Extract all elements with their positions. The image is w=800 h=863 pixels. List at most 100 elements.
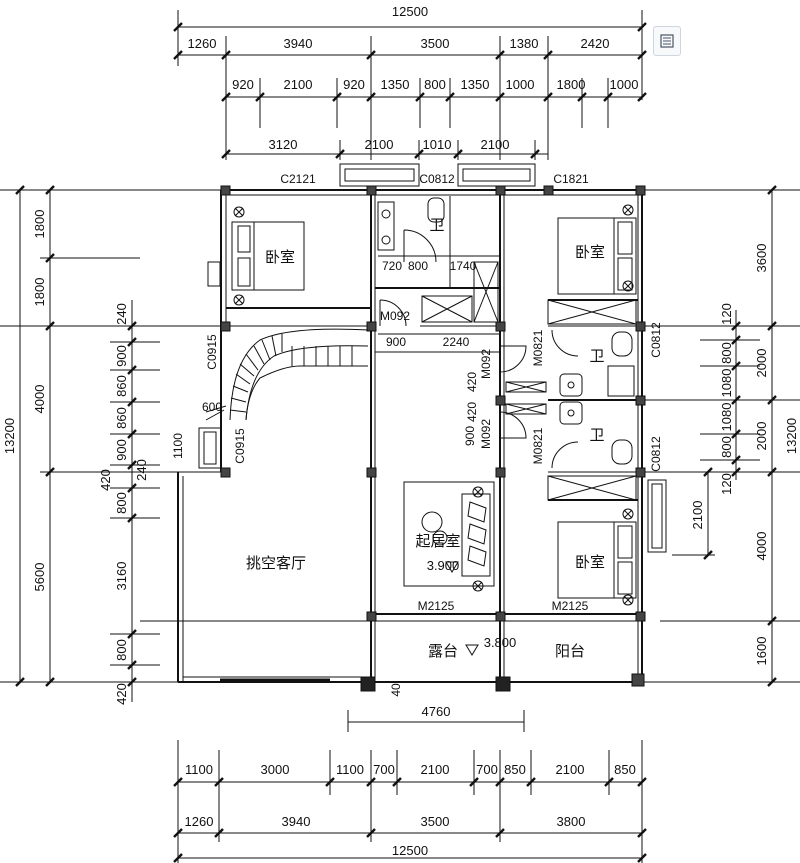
dim-label: 420	[465, 402, 479, 422]
code-label: M0821	[531, 329, 545, 366]
code-label: M2125	[418, 599, 455, 613]
room-balcony: 阳台	[555, 642, 585, 660]
dim-label: 2100	[421, 762, 450, 777]
columns	[220, 185, 646, 692]
dim-label: 3800	[557, 814, 586, 829]
staircase	[229, 328, 369, 421]
dim-label: 40	[389, 683, 403, 697]
dim-label: 800	[114, 492, 129, 514]
dim-label: 2100	[284, 77, 313, 92]
room-bath-east-2: 卫	[589, 426, 604, 444]
dim-label: 920	[232, 77, 254, 92]
dim-label: 3500	[421, 36, 450, 51]
dim-label: 1010	[423, 137, 452, 152]
dim-label: 800	[114, 639, 129, 661]
dim-label: 3940	[284, 36, 313, 51]
dim-label: 1740	[450, 259, 477, 273]
dim-label: 2240	[443, 335, 470, 349]
dim-label: 800	[424, 77, 446, 92]
room-bath-north: 卫	[429, 216, 444, 234]
elevation-living: 3.900	[427, 558, 460, 573]
code-label: C0812	[419, 172, 455, 186]
room-bath-east-1: 卫	[589, 347, 604, 365]
dim-label: 1100	[171, 433, 185, 459]
room-bedroom-ne: 卧室	[575, 243, 605, 261]
dim-label: 700	[476, 762, 498, 777]
code-label: C0812	[649, 436, 663, 472]
room-terrace: 露台	[428, 642, 458, 660]
dim-label: 4000	[754, 532, 769, 561]
dim-label: 720	[382, 259, 402, 273]
dim-label: 4760	[422, 704, 451, 719]
dim-label: 920	[343, 77, 365, 92]
dim-label: 1800	[32, 278, 47, 307]
dim-label: 1350	[461, 77, 490, 92]
dim-label: 900	[114, 345, 129, 367]
dim-label: 3120	[269, 137, 298, 152]
dim-label: 2000	[754, 349, 769, 378]
code-label: C2121	[280, 172, 316, 186]
opening-codes: C2121 C0812 C1821 M092 C0915 C0915 M0821…	[205, 172, 663, 613]
code-label: C0915	[205, 334, 219, 370]
dim-right-total: 13200	[784, 418, 799, 454]
dim-label: 800	[719, 342, 734, 364]
dim-label: 2420	[581, 36, 610, 51]
code-label: C0915	[233, 428, 247, 464]
dim-bottom-overall: 12500	[392, 843, 428, 858]
dim-label: 850	[504, 762, 526, 777]
walls	[140, 189, 643, 683]
room-hall: 挑空客厅	[246, 554, 306, 572]
room-labels: 卧室 卫 卧室 卫 卫 卧室 起居室 3.900 挑空客厅 露台 3.800 阳…	[246, 216, 605, 660]
elevation-terrace: 3.800	[484, 635, 517, 650]
dim-label: 2000	[754, 422, 769, 451]
interior-dimensions: 720 800 1740 900 2240 600 1100 420 420 9…	[171, 259, 479, 719]
dim-top-overall: 12500	[392, 4, 428, 19]
left-dimensions: 1800 1800 4000 5600 13200 240 900 860 86…	[2, 210, 149, 705]
dim-label: 120	[719, 303, 734, 325]
dim-label: 1350	[381, 77, 410, 92]
dim-label: 420	[465, 372, 479, 392]
dim-label: 3600	[754, 244, 769, 273]
dim-label: 1080	[719, 403, 734, 432]
dim-label: 1800	[557, 77, 586, 92]
dim-label: 420	[114, 683, 129, 705]
dim-label: 3500	[421, 814, 450, 829]
code-label: M2125	[552, 599, 589, 613]
dim-label: 700	[373, 762, 395, 777]
dim-label: 900	[386, 335, 406, 349]
dim-label: 420	[98, 469, 113, 491]
room-bedroom-nw: 卧室	[265, 248, 295, 266]
right-dimensions: 3600 2000 2000 4000 1600 13200 120 800 1…	[690, 244, 799, 666]
room-living: 起居室	[415, 532, 460, 550]
code-label: M092	[479, 419, 493, 449]
dim-label: 1000	[610, 77, 639, 92]
dim-label: 860	[114, 407, 129, 429]
fullscreen-button[interactable]	[653, 26, 681, 56]
dim-label: 800	[408, 259, 428, 273]
windows	[198, 163, 667, 553]
top-dimensions: 12500 1260 3940 3500 1380 2420 920 2100 …	[188, 4, 639, 152]
dim-label: 800	[719, 436, 734, 458]
dim-label: 850	[614, 762, 636, 777]
code-label: C1821	[553, 172, 589, 186]
dim-label: 1100	[336, 762, 364, 777]
dim-label: 3000	[261, 762, 290, 777]
level-markers	[445, 561, 479, 656]
dim-label: 2100	[556, 762, 585, 777]
dim-label: 2100	[365, 137, 394, 152]
bottom-dimensions: 1100 3000 1100 700 2100 700 850 2100 850…	[185, 762, 636, 858]
furniture	[207, 196, 637, 606]
dim-label: 2100	[481, 137, 510, 152]
dim-label: 1000	[506, 77, 535, 92]
dim-label: 3940	[282, 814, 311, 829]
dim-label: 1100	[185, 762, 213, 777]
dim-left-total: 13200	[2, 418, 17, 454]
dim-label: 120	[719, 473, 734, 495]
doors	[205, 229, 579, 469]
code-label: M092	[479, 349, 493, 379]
dim-label: 1600	[754, 637, 769, 666]
dim-label: 860	[114, 375, 129, 397]
dim-label: 900	[463, 426, 477, 446]
dim-label: 1260	[185, 814, 214, 829]
fullscreen-icon	[660, 34, 674, 48]
